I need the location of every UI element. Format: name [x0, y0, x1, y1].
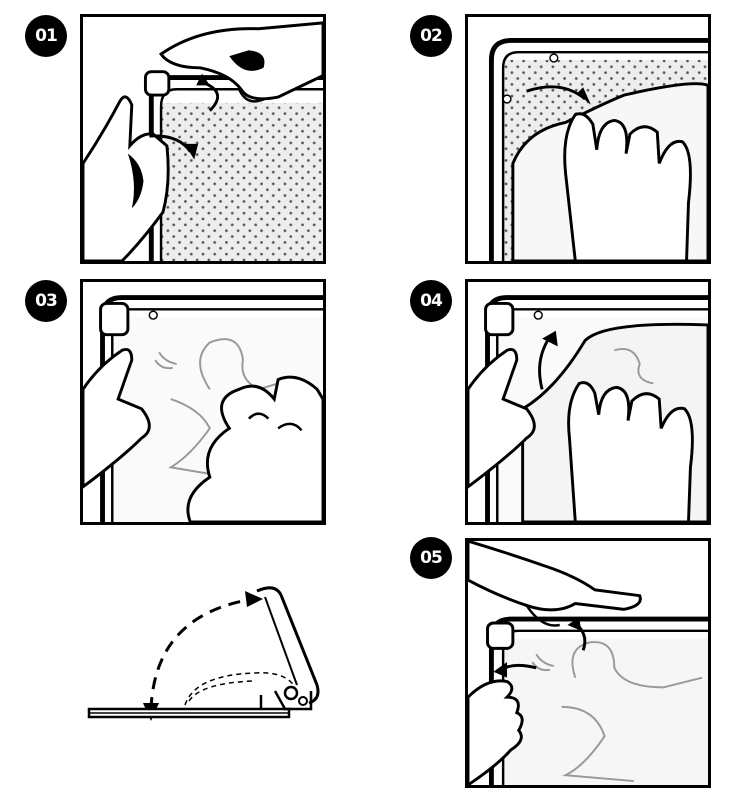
step-number: 05	[420, 548, 443, 568]
step-03-illustration	[83, 295, 323, 522]
step-02-illustration	[488, 38, 708, 261]
frame-screw	[148, 310, 158, 320]
frame-corner	[486, 621, 515, 650]
step-number: 01	[35, 26, 58, 46]
frame-profile	[488, 38, 708, 261]
open-profile	[256, 586, 320, 705]
step-badge-04: 04	[410, 280, 452, 322]
poster-figure	[614, 347, 654, 385]
step-panel-01	[80, 14, 326, 264]
poster-figure	[168, 338, 279, 479]
step-01-illustration	[83, 21, 323, 261]
closed-profile-ghost	[184, 672, 296, 706]
left-hand	[468, 347, 536, 489]
hinge-icon	[283, 685, 299, 701]
step-number: 02	[420, 26, 443, 46]
frame-cross-section	[87, 586, 320, 721]
frame-corner-open	[99, 302, 130, 337]
step-badge-01: 01	[25, 15, 67, 57]
frame-screw	[502, 94, 512, 104]
step-panel-03	[80, 279, 326, 525]
flat-hand	[567, 381, 694, 522]
step-badge-05: 05	[410, 537, 452, 579]
step-panel-04	[465, 279, 711, 525]
swing-arc-dashed	[149, 597, 254, 710]
top-hand	[468, 541, 642, 612]
step-badge-02: 02	[410, 15, 452, 57]
thumb-shadow	[229, 50, 265, 71]
frame-corner	[143, 70, 171, 97]
left-hand	[83, 95, 170, 261]
palm-shadow	[127, 153, 144, 209]
left-hand	[468, 679, 524, 785]
frame-screw	[533, 310, 543, 320]
step-panel-05	[465, 538, 711, 788]
frame-profile-diagram	[85, 575, 330, 725]
step-04-illustration	[468, 295, 708, 522]
smoothing-hand	[186, 375, 323, 522]
frame-screw	[549, 53, 559, 63]
step-badge-03: 03	[25, 280, 67, 322]
step-number: 04	[420, 291, 443, 311]
dotted-poster-board	[161, 102, 323, 261]
poster-figure	[561, 641, 703, 783]
flat-hand	[563, 112, 692, 261]
arc-arrow-head-icon	[245, 591, 263, 607]
step-05-illustration	[468, 541, 708, 785]
frame-corner-open	[484, 302, 515, 337]
step-panel-02	[465, 14, 711, 264]
step-number: 03	[35, 291, 58, 311]
left-hand	[83, 347, 151, 489]
